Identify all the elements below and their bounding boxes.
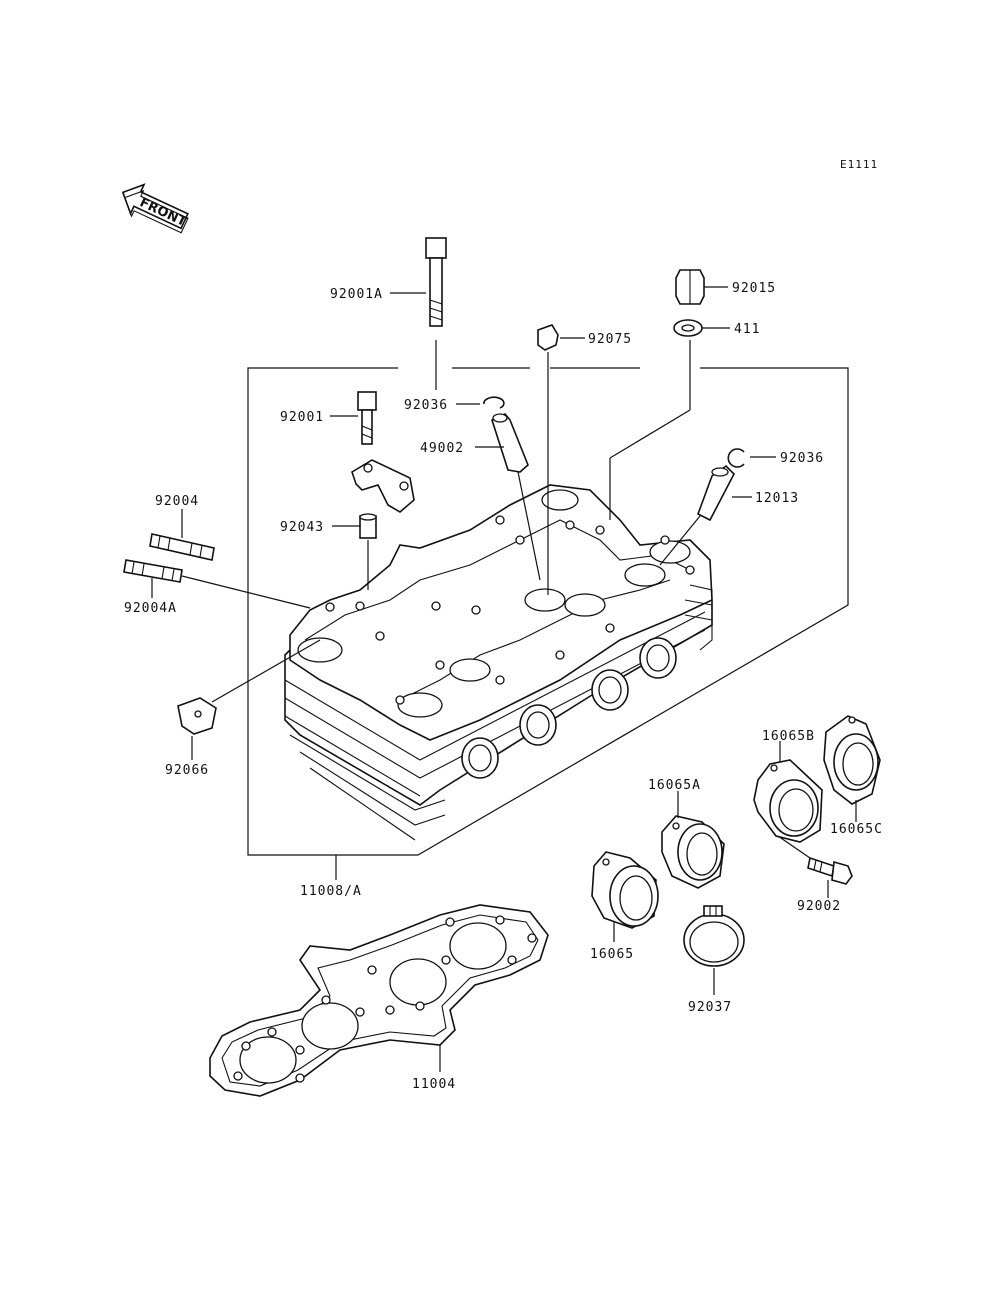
label-11004: 11004 (412, 1077, 456, 1092)
label-92037: 92037 (688, 1000, 732, 1015)
label-16065C: 16065C (830, 822, 883, 837)
label-92075: 92075 (588, 332, 632, 347)
holder-16065A (661, 815, 725, 889)
nut-92015 (675, 269, 705, 305)
label-16065A: 16065A (648, 778, 701, 793)
assembly-boundary (247, 367, 849, 856)
label-92004: 92004 (155, 494, 199, 509)
label-92036-right: 92036 (780, 451, 824, 466)
plug-92066 (177, 697, 217, 735)
label-92002: 92002 (797, 899, 841, 914)
clamp-92037 (683, 905, 745, 967)
label-92004A: 92004A (124, 601, 177, 616)
guide-49002 (491, 413, 529, 473)
label-92036-top: 92036 (404, 398, 448, 413)
holder-16065C (823, 715, 881, 805)
holder-16065B (753, 759, 823, 843)
front-arrow-icon: FRONT (121, 183, 189, 234)
cam-cap (351, 459, 415, 513)
head-gasket-11004 (209, 904, 549, 1097)
label-16065: 16065 (590, 947, 634, 962)
label-411: 411 (734, 322, 760, 337)
holder-16065 (591, 851, 659, 929)
bolt-92001 (357, 391, 377, 445)
bolt-92002 (807, 856, 853, 885)
cylinder-head (284, 484, 713, 841)
stud-92004A (123, 559, 183, 583)
circlip-92036-top (483, 396, 505, 409)
label-92066: 92066 (165, 763, 209, 778)
label-92015: 92015 (732, 281, 776, 296)
label-92001: 92001 (280, 410, 324, 425)
diagram-code: E1111 (840, 158, 878, 171)
stud-92004 (149, 533, 215, 561)
label-49002: 49002 (420, 441, 464, 456)
label-16065B: 16065B (762, 729, 815, 744)
label-92043: 92043 (280, 520, 324, 535)
valve-guide-12013 (697, 464, 735, 522)
circlip-92036-right (727, 448, 745, 468)
bolt-92001A (425, 237, 447, 327)
label-92001A: 92001A (330, 287, 383, 302)
label-12013: 12013 (755, 491, 799, 506)
cap-92075 (537, 324, 559, 351)
label-11008A: 11008/A (300, 884, 362, 899)
